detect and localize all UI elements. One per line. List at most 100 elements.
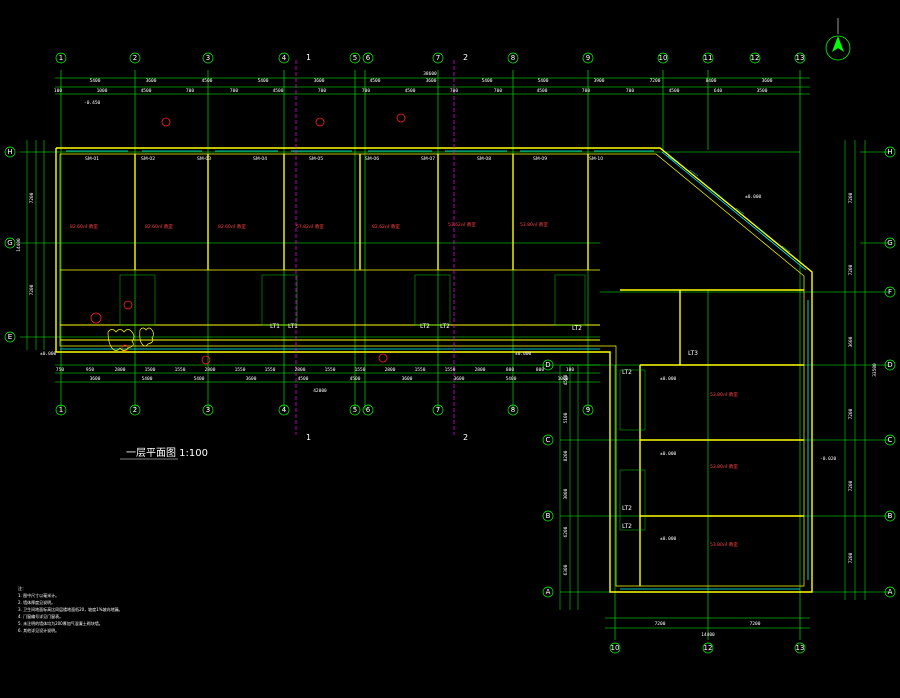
- right-axis-G: G: [887, 239, 892, 247]
- section-lines: [295, 60, 455, 435]
- bottom-dim2-0: 750: [56, 367, 64, 373]
- window-label-4: SM-05: [309, 156, 323, 162]
- section-cut-2-top: 2: [463, 53, 468, 62]
- bottom-dim2-4: 1550: [175, 367, 186, 373]
- wing-left-dim-2: 8200: [563, 450, 569, 461]
- top-dim2-15: 640: [714, 88, 722, 94]
- wing-bottom-axis-10-bubble: [609, 642, 621, 654]
- bottom-dim2-2: 2800: [115, 367, 126, 373]
- top-dim2-8: 4500: [405, 88, 416, 94]
- right-axis-G-bubble: [884, 237, 896, 249]
- left-axis-labels: HGE: [4, 146, 16, 343]
- wing-left-dim-1: 5100: [563, 412, 569, 423]
- right-dim-2: 3600: [848, 336, 854, 347]
- bottom-dim2-13: 1550: [445, 367, 456, 373]
- top-dim-8: 5400: [538, 78, 549, 84]
- room-label-1: 82.60㎡ 教室: [145, 223, 173, 230]
- bottom-dim2-17: 100: [566, 367, 574, 373]
- stair-label-3: LT2: [440, 323, 450, 330]
- right-axis-C-bubble: [884, 434, 896, 446]
- wing-bottom-axis-12-bubble: [702, 642, 714, 654]
- top-axis-6-bubble: [362, 52, 374, 64]
- window-label-8: SM-09: [533, 156, 547, 162]
- bottom-dim2-3: 1500: [145, 367, 156, 373]
- wing-left-axis-A-bubble: [542, 586, 554, 598]
- top-axis-13-bubble: [794, 52, 806, 64]
- note-4: 4. 门窗编号详见门窗表。: [18, 613, 63, 619]
- left-axis-E-bubble: [4, 331, 16, 343]
- bottom-dim-6: 3600: [402, 376, 413, 382]
- left-axis-G: G: [7, 239, 12, 247]
- bottom-dim-3: 3600: [246, 376, 257, 382]
- bottom-dim2-10: 1550: [355, 367, 366, 373]
- top-axis-1: 1: [59, 54, 63, 62]
- top-axis-4-bubble: [278, 52, 290, 64]
- hatch-pattern: [667, 155, 791, 253]
- openings: [60, 150, 809, 590]
- walls: [55, 147, 813, 593]
- right-dim-5: 7200: [848, 552, 854, 563]
- right-dim-1: 7200: [848, 264, 854, 275]
- left-total-dimension: 14400: [16, 238, 22, 252]
- right-dim-4: 7200: [848, 480, 854, 491]
- bottom-dim-1: 5400: [142, 376, 153, 382]
- stair-label-7: LT2: [622, 505, 632, 512]
- drawing-title: 一层平面图 1:100: [126, 447, 208, 459]
- bottom-axis-7: 7: [436, 406, 440, 414]
- bottom-axis-1-bubble: [55, 404, 67, 416]
- bottom-axis-9: 9: [586, 406, 590, 414]
- right-axis-B-bubble: [884, 510, 896, 522]
- right-total-dimension: 33500: [872, 363, 878, 377]
- top-axis-9-bubble: [582, 52, 594, 64]
- window-label-1: SM-02: [141, 156, 155, 162]
- section-cut-2-bottom: 2: [463, 433, 468, 442]
- bottom-dim-7: 3600: [454, 376, 465, 382]
- top-dim2-2: 4500: [141, 88, 152, 94]
- bottom-dim2-12: 1550: [415, 367, 426, 373]
- top-dim-9: 3900: [594, 78, 605, 84]
- wing-left-dim-3: 3000: [563, 488, 569, 499]
- bottom-axis-5: 5: [353, 406, 357, 414]
- bottom-axis-6: 6: [366, 406, 371, 414]
- dimension-lines: [26, 77, 866, 629]
- stair-label-1: LT1: [288, 323, 298, 330]
- elevation-2: ±0.000: [515, 351, 532, 357]
- wing-left-axis-B: B: [546, 512, 551, 520]
- elevation-0: ±0.000: [40, 351, 57, 357]
- bottom-dim-2: 5400: [194, 376, 205, 382]
- window-label-0: SM-01: [85, 156, 99, 162]
- bottom-axis-2: 2: [133, 406, 137, 414]
- bottom-dim-0: 3600: [90, 376, 101, 382]
- top-dim2-9: 700: [450, 88, 458, 94]
- elevation-5: ±0.000: [745, 194, 762, 200]
- right-axis-H: H: [887, 148, 892, 156]
- elevation-labels: ±0.000-0.450±0.000±0.000±0.000±0.000-0.0…: [40, 100, 837, 542]
- wing-left-dim-0: 4500: [563, 374, 569, 385]
- stair-label-2: LT2: [420, 323, 430, 330]
- top-dim2-10: 700: [494, 88, 502, 94]
- note-5: 5. 未注明的墙体均为200厚加气混凝土砌块墙。: [18, 620, 103, 626]
- top-dim-12: 3600: [762, 78, 773, 84]
- top-axis-10-bubble: [657, 52, 669, 64]
- top-dim-11: 8400: [706, 78, 717, 84]
- bottom-axis-4: 4: [282, 406, 287, 414]
- wing-left-dim-5: 6300: [563, 564, 569, 575]
- bottom-dim-4: 4500: [298, 376, 309, 382]
- elevation-7: ±0.000: [660, 536, 677, 542]
- top-total-dimension: 38600: [423, 71, 437, 77]
- window-label-5: SM-06: [365, 156, 379, 162]
- stair-label-0: LT1: [270, 323, 280, 330]
- revision-clouds: [107, 327, 154, 351]
- bottom-dim-9: 1000: [558, 376, 569, 382]
- bottom-axis-3: 3: [206, 406, 210, 414]
- wing-bottom-axis-10: 10: [611, 644, 620, 652]
- stair-label-8: LT2: [622, 523, 632, 530]
- right-axis-A: A: [888, 588, 893, 596]
- elevation-6: -0.020: [820, 456, 837, 462]
